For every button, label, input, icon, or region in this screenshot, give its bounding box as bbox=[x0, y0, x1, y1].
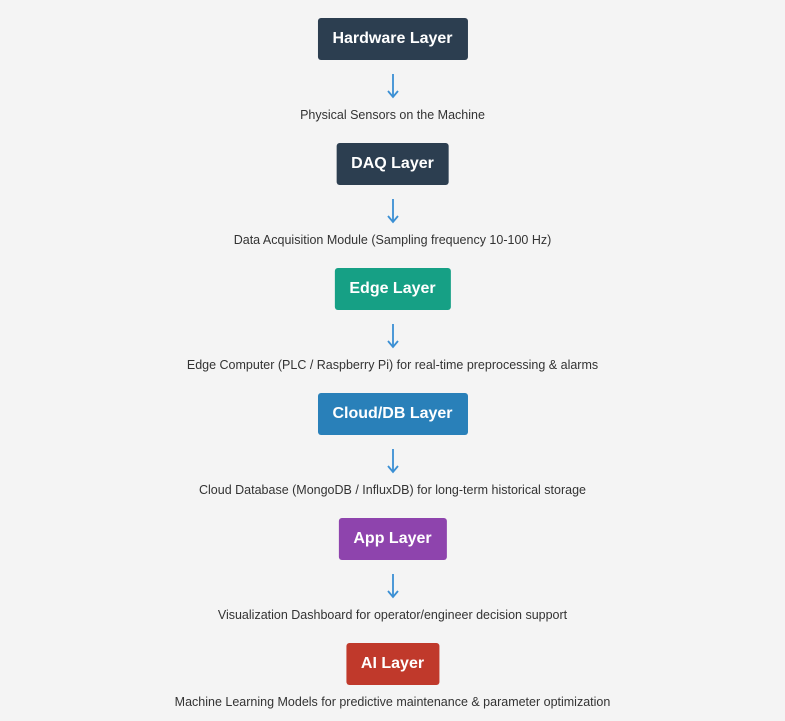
cloud-db-layer-box: Cloud/DB Layer bbox=[317, 393, 468, 435]
edge-layer-box: Edge Layer bbox=[334, 268, 451, 310]
arrow-down-icon bbox=[386, 324, 399, 349]
app-layer-description: Visualization Dashboard for operator/eng… bbox=[217, 608, 568, 622]
daq-layer-box: DAQ Layer bbox=[336, 143, 449, 185]
arrow-down-icon bbox=[386, 449, 399, 474]
edge-layer-description: Edge Computer (PLC / Raspberry Pi) for r… bbox=[186, 358, 599, 372]
arrow-down-icon bbox=[386, 199, 399, 224]
cloud-db-layer-description: Cloud Database (MongoDB / InfluxDB) for … bbox=[199, 483, 586, 497]
hardware-layer-box: Hardware Layer bbox=[317, 18, 468, 60]
daq-layer-description: Data Acquisition Module (Sampling freque… bbox=[233, 233, 552, 247]
ai-layer-box: AI Layer bbox=[345, 643, 440, 685]
app-layer-box: App Layer bbox=[338, 518, 447, 560]
arrow-down-icon bbox=[386, 74, 399, 99]
ai-layer-description: Machine Learning Models for predictive m… bbox=[174, 695, 611, 709]
arrow-down-icon bbox=[386, 574, 399, 599]
hardware-layer-description: Physical Sensors on the Machine bbox=[300, 108, 485, 122]
